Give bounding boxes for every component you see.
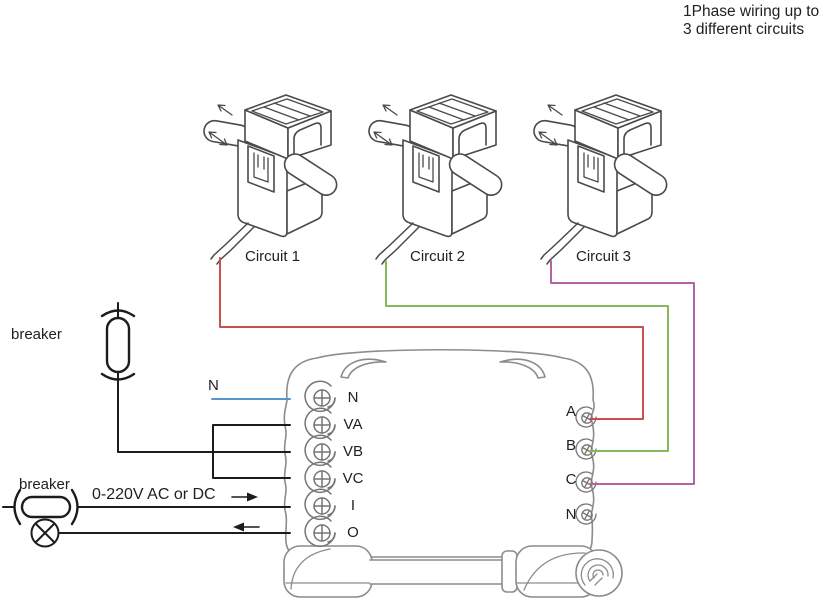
ct-clamp-circuit3 xyxy=(531,94,672,265)
terminal-label-VC: VC xyxy=(342,470,364,487)
circuit3-wire xyxy=(550,260,695,485)
circuit1-wire xyxy=(219,257,644,420)
mains-wiring xyxy=(2,302,291,548)
terminal-label-N-right: N xyxy=(565,506,577,523)
breaker-top-label: breaker xyxy=(11,326,62,343)
terminal-label-VB: VB xyxy=(342,443,363,460)
phase-note-line2: 3 different circuits xyxy=(683,20,805,38)
terminal-label-O: O xyxy=(347,524,359,541)
breaker-bottom-icon xyxy=(2,488,291,526)
ct-wires xyxy=(211,257,695,485)
ct-clamp-circuit2 xyxy=(366,94,507,265)
device-ear-right xyxy=(499,358,546,379)
device-ear-left xyxy=(340,358,387,379)
breaker-top-icon xyxy=(100,302,291,453)
input-arrow-icon xyxy=(231,492,258,502)
device-body xyxy=(283,348,623,598)
terminal-label-A: A xyxy=(565,403,576,420)
phase-note: 1Phase wiring up to 3 different circuits xyxy=(683,3,819,38)
terminal-label-B: B xyxy=(565,437,576,454)
terminal-label-C: C xyxy=(565,471,577,488)
circuit2-wire xyxy=(385,260,669,452)
phase-note-line1: 1Phase wiring up to xyxy=(683,3,820,20)
ct-clamp-circuit1 xyxy=(201,94,342,265)
output-arrow-icon xyxy=(233,522,260,532)
supply-voltage-label: 0-220V AC or DC xyxy=(92,486,216,503)
terminal-label-VA: VA xyxy=(343,416,363,433)
device-foot-left xyxy=(283,545,373,598)
terminal-label-N: N xyxy=(347,389,359,406)
breaker-bottom-label: breaker xyxy=(19,476,70,493)
neutral-label: N xyxy=(208,377,219,394)
antenna-coil-icon xyxy=(575,549,623,597)
lamp-icon xyxy=(30,518,60,548)
terminal-label-I: I xyxy=(350,497,356,514)
device-foot-right xyxy=(515,545,598,598)
circuit3-label: Circuit 3 xyxy=(576,248,632,265)
circuit1-label: Circuit 1 xyxy=(245,248,301,265)
circuit2-label: Circuit 2 xyxy=(410,248,466,265)
